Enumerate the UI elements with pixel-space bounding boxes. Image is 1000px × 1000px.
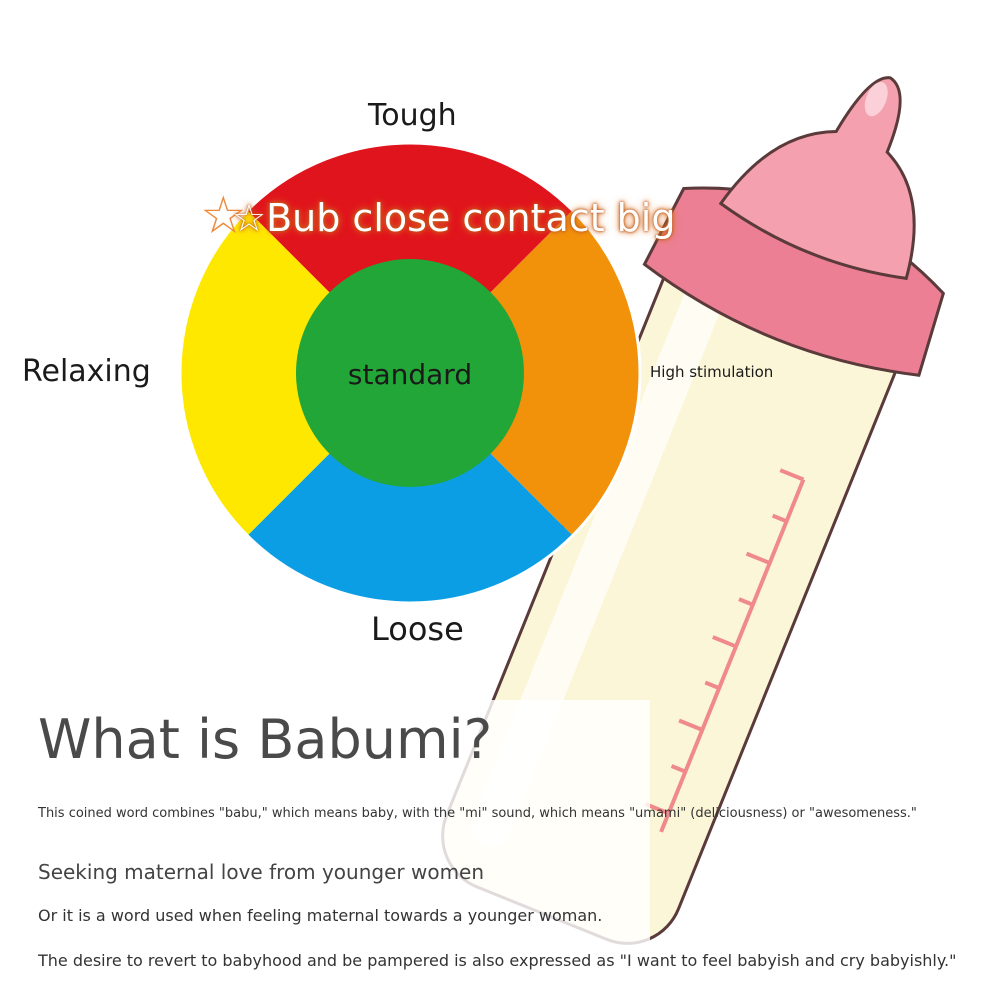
axis-label-left: Relaxing — [22, 354, 151, 389]
axis-label-bottom: Loose — [371, 610, 464, 648]
text-backdrop — [30, 700, 650, 1000]
wheel-segment-tough — [180, 143, 640, 373]
article-intro: This coined word combines "babu," which … — [38, 806, 917, 821]
wheel-center-standard — [296, 259, 524, 487]
wheel-segment-loose — [180, 373, 640, 603]
axis-label-top: Tough — [368, 98, 457, 133]
banner-star: ☆ — [232, 196, 267, 240]
article-heading: What is Babumi? — [38, 708, 493, 771]
wheel-segment-high-stimulation — [410, 143, 640, 603]
star-icon: ☆ — [200, 186, 247, 246]
axis-label-right: High stimulation — [650, 363, 774, 381]
banner-title: ☆Bub close contact big — [232, 196, 675, 240]
wheel-center-label: standard — [348, 358, 472, 391]
article-line-1: Or it is a word used when feeling matern… — [38, 906, 603, 925]
article-line-2: The desire to revert to babyhood and be … — [38, 951, 957, 970]
wheel-segment-relaxing — [180, 143, 410, 603]
article-subheading: Seeking maternal love from younger women — [38, 860, 485, 884]
banner-text: Bub close contact big — [266, 196, 676, 240]
